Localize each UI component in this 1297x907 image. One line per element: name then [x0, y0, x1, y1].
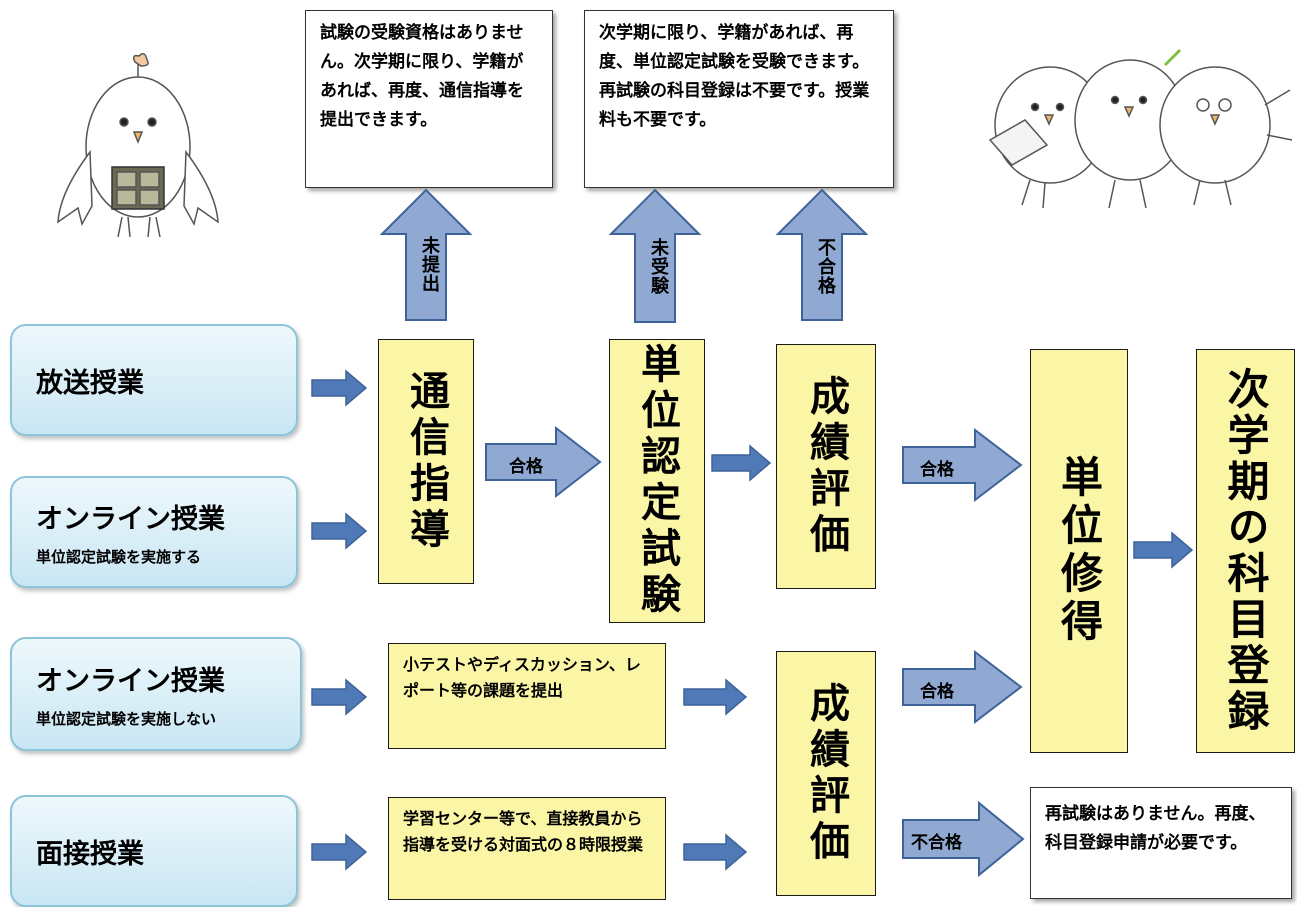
course-online-with-exam-title: オンライン授業 — [36, 504, 225, 535]
arrow-up-not-submitted — [379, 188, 473, 321]
arrow-right-small — [683, 678, 748, 716]
step-schooling-class: 学習センター等で、直接教員から指導を受ける対面式の８時限授業 — [388, 797, 666, 900]
arrow-pass-label: 合格 — [920, 682, 954, 702]
arrow-pass-label: 合格 — [509, 457, 543, 477]
course-broadcast[interactable]: 放送授業 — [10, 324, 298, 436]
course-online-with-exam[interactable]: オンライン授業 単位認定試験を実施する — [10, 476, 298, 588]
arrow-not-submitted-label: 未提出 — [419, 236, 440, 293]
arrow-right-small — [683, 833, 748, 871]
arrow-right-small — [311, 678, 368, 716]
arrow-right-small — [311, 369, 368, 407]
arrow-up-not-taken — [608, 188, 702, 323]
arrow-pass — [902, 649, 1023, 725]
arrow-failed-label: 不合格 — [815, 238, 836, 295]
course-face-to-face[interactable]: 面接授業 — [10, 795, 298, 907]
arrow-up-failed — [775, 188, 869, 321]
step-submit-assignments: 小テストやディスカッション、レポート等の課題を提出 — [388, 643, 666, 749]
course-online-without-exam[interactable]: オンライン授業 単位認定試験を実施しない — [10, 637, 302, 751]
arrow-right-small — [1133, 531, 1194, 569]
arrow-right-small — [311, 833, 368, 871]
course-online-without-exam-title: オンライン授業 — [36, 666, 225, 697]
step-unit-certification-exam: 単位認定試験 — [609, 339, 705, 623]
three-birds-illustration — [988, 48, 1293, 209]
arrow-fail-label: 不合格 — [911, 833, 962, 853]
arrow-right-small — [711, 444, 772, 482]
step-grade-evaluation-top: 成績評価 — [776, 344, 876, 589]
arrow-pass — [902, 427, 1023, 503]
step-correspondence-guidance: 通信指導 — [378, 339, 474, 584]
bird-mascot-left-illustration — [57, 53, 219, 238]
arrow-fail — [902, 800, 1025, 878]
arrow-right-small — [311, 512, 368, 550]
arrow-pass-label: 合格 — [920, 460, 954, 480]
note-failed-no-reexam: 再試験はありません。再度、科目登録申請が必要です。 — [1030, 787, 1292, 899]
step-grade-evaluation-bottom: 成績評価 — [776, 651, 876, 896]
course-online-with-exam-sub: 単位認定試験を実施する — [36, 548, 202, 566]
step-credit-acquisition: 単位修得 — [1030, 349, 1128, 753]
course-broadcast-title: 放送授業 — [36, 367, 144, 399]
note-not-taken: 次学期に限り、学籍があれば、再度、単位認定試験を受験できます。再試験の科目登録は… — [584, 10, 894, 188]
arrow-pass — [485, 425, 602, 499]
arrow-not-taken-label: 未受験 — [648, 238, 669, 295]
step-next-term-registration: 次学期の科目登録 — [1196, 349, 1295, 753]
course-face-to-face-title: 面接授業 — [36, 838, 144, 870]
note-not-submitted: 試験の受験資格はありません。次学期に限り、学籍があれば、再度、通信指導を提出でき… — [305, 10, 553, 188]
course-online-without-exam-sub: 単位認定試験を実施しない — [36, 710, 217, 728]
